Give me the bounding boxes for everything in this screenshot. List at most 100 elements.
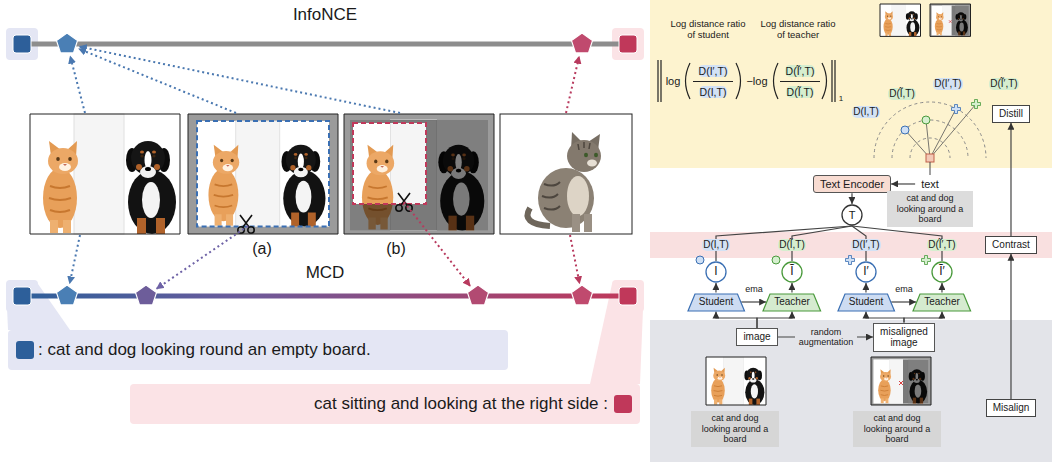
photo-background xyxy=(930,4,971,36)
cat-nose xyxy=(889,17,890,19)
input-label: text xyxy=(915,176,945,193)
dog-cheek xyxy=(756,377,758,379)
annotation-label: InfoNCE xyxy=(293,5,357,25)
annotation-label: −log xyxy=(746,75,767,88)
stage-box: Misalign xyxy=(986,399,1037,417)
leader-line xyxy=(80,47,400,113)
student-marker xyxy=(901,126,909,134)
legend-entry: : cat and dog looking round an empty boa… xyxy=(16,340,371,360)
cat-stripes xyxy=(578,142,590,150)
embedding-axis xyxy=(22,294,628,299)
photo xyxy=(344,114,494,234)
dog-muzzle xyxy=(294,167,308,178)
cat-muzzle xyxy=(939,18,942,20)
cat-leg xyxy=(881,398,884,403)
photo-background xyxy=(873,359,928,403)
student-marker xyxy=(696,256,704,264)
norm-bar xyxy=(658,60,661,102)
embedding-point xyxy=(57,285,78,305)
thumbnail xyxy=(706,357,766,405)
photo-content xyxy=(350,120,488,230)
connector xyxy=(757,312,792,329)
embedding-axis xyxy=(22,42,628,47)
node-text: Misalign xyxy=(993,402,1030,414)
cat-leg xyxy=(885,33,887,37)
photo-background xyxy=(197,121,329,227)
dog-nose xyxy=(298,168,303,172)
leader-line xyxy=(930,162,931,175)
connector-label: ema xyxy=(744,284,764,294)
dog-eye xyxy=(294,157,297,160)
misalign-band xyxy=(650,320,1052,462)
cat-eye xyxy=(385,160,388,164)
dog-cheek xyxy=(748,377,750,379)
board xyxy=(724,357,744,405)
node-text: cat and dog looking around a board xyxy=(859,413,935,444)
annotation-label: MCD xyxy=(306,263,345,283)
thumbnail xyxy=(871,357,931,405)
board xyxy=(74,114,124,234)
paren xyxy=(774,63,779,99)
thumbnail xyxy=(880,4,921,36)
dog-leg xyxy=(909,32,911,36)
node-text: Student xyxy=(699,296,733,308)
circle-shape xyxy=(706,262,726,282)
connector-label: D(I,T) xyxy=(702,239,730,251)
dog-eye xyxy=(140,154,143,157)
dog-cheek xyxy=(913,18,915,20)
cat-nose xyxy=(226,165,230,167)
cat-eye xyxy=(716,374,717,376)
cat-head xyxy=(885,13,893,20)
legend-swatch xyxy=(16,341,34,359)
cat-leg xyxy=(50,220,58,233)
dog-cheek xyxy=(136,164,142,170)
photo-frame xyxy=(930,4,971,36)
paren xyxy=(822,63,827,99)
leader-line xyxy=(157,226,248,289)
cat-muzzle xyxy=(587,160,597,167)
cat-stripes xyxy=(714,386,723,396)
cat-eye xyxy=(584,153,588,157)
dog-muzzle xyxy=(910,18,914,21)
connector xyxy=(716,312,757,329)
dog-brow xyxy=(750,372,752,373)
cat-leg xyxy=(572,214,580,232)
embedding-point xyxy=(468,285,489,305)
dog-chest xyxy=(910,22,915,32)
dog-cheek xyxy=(154,164,160,170)
dog-cheek xyxy=(909,18,911,20)
dog-leg xyxy=(308,213,316,227)
cat-eye xyxy=(887,16,889,17)
circle-shape xyxy=(856,262,876,282)
annotation-label: D(Ĩ,T) xyxy=(786,86,815,98)
cat-muzzle xyxy=(377,165,388,172)
caption-box: cat and dog looking around a board xyxy=(853,411,941,446)
cat-muzzle xyxy=(59,163,71,171)
annotation-label: Log distance ratio of student xyxy=(668,19,748,41)
distill-band xyxy=(650,0,1052,168)
dog-eye xyxy=(305,157,308,160)
dog-eye xyxy=(755,373,756,374)
embedding-point xyxy=(57,33,78,53)
cat-nose xyxy=(63,164,67,166)
embedding-point xyxy=(572,285,593,305)
embedding-circle: I xyxy=(705,261,727,283)
node-text: misaligned image xyxy=(880,326,928,349)
dog-chest xyxy=(751,384,758,398)
connector xyxy=(891,301,916,302)
cat-eye xyxy=(68,157,72,161)
scissors-handle xyxy=(396,205,402,211)
cat-leg xyxy=(584,214,592,232)
cat-eye xyxy=(938,16,940,18)
cat-leg xyxy=(719,399,722,404)
connector xyxy=(741,301,766,302)
cat-body xyxy=(878,379,891,401)
photo-background xyxy=(344,114,494,234)
photo xyxy=(188,114,338,234)
dog-nose xyxy=(145,167,151,171)
embedding-point xyxy=(136,285,157,305)
dog-head xyxy=(286,145,316,175)
dog-chest xyxy=(142,182,160,218)
